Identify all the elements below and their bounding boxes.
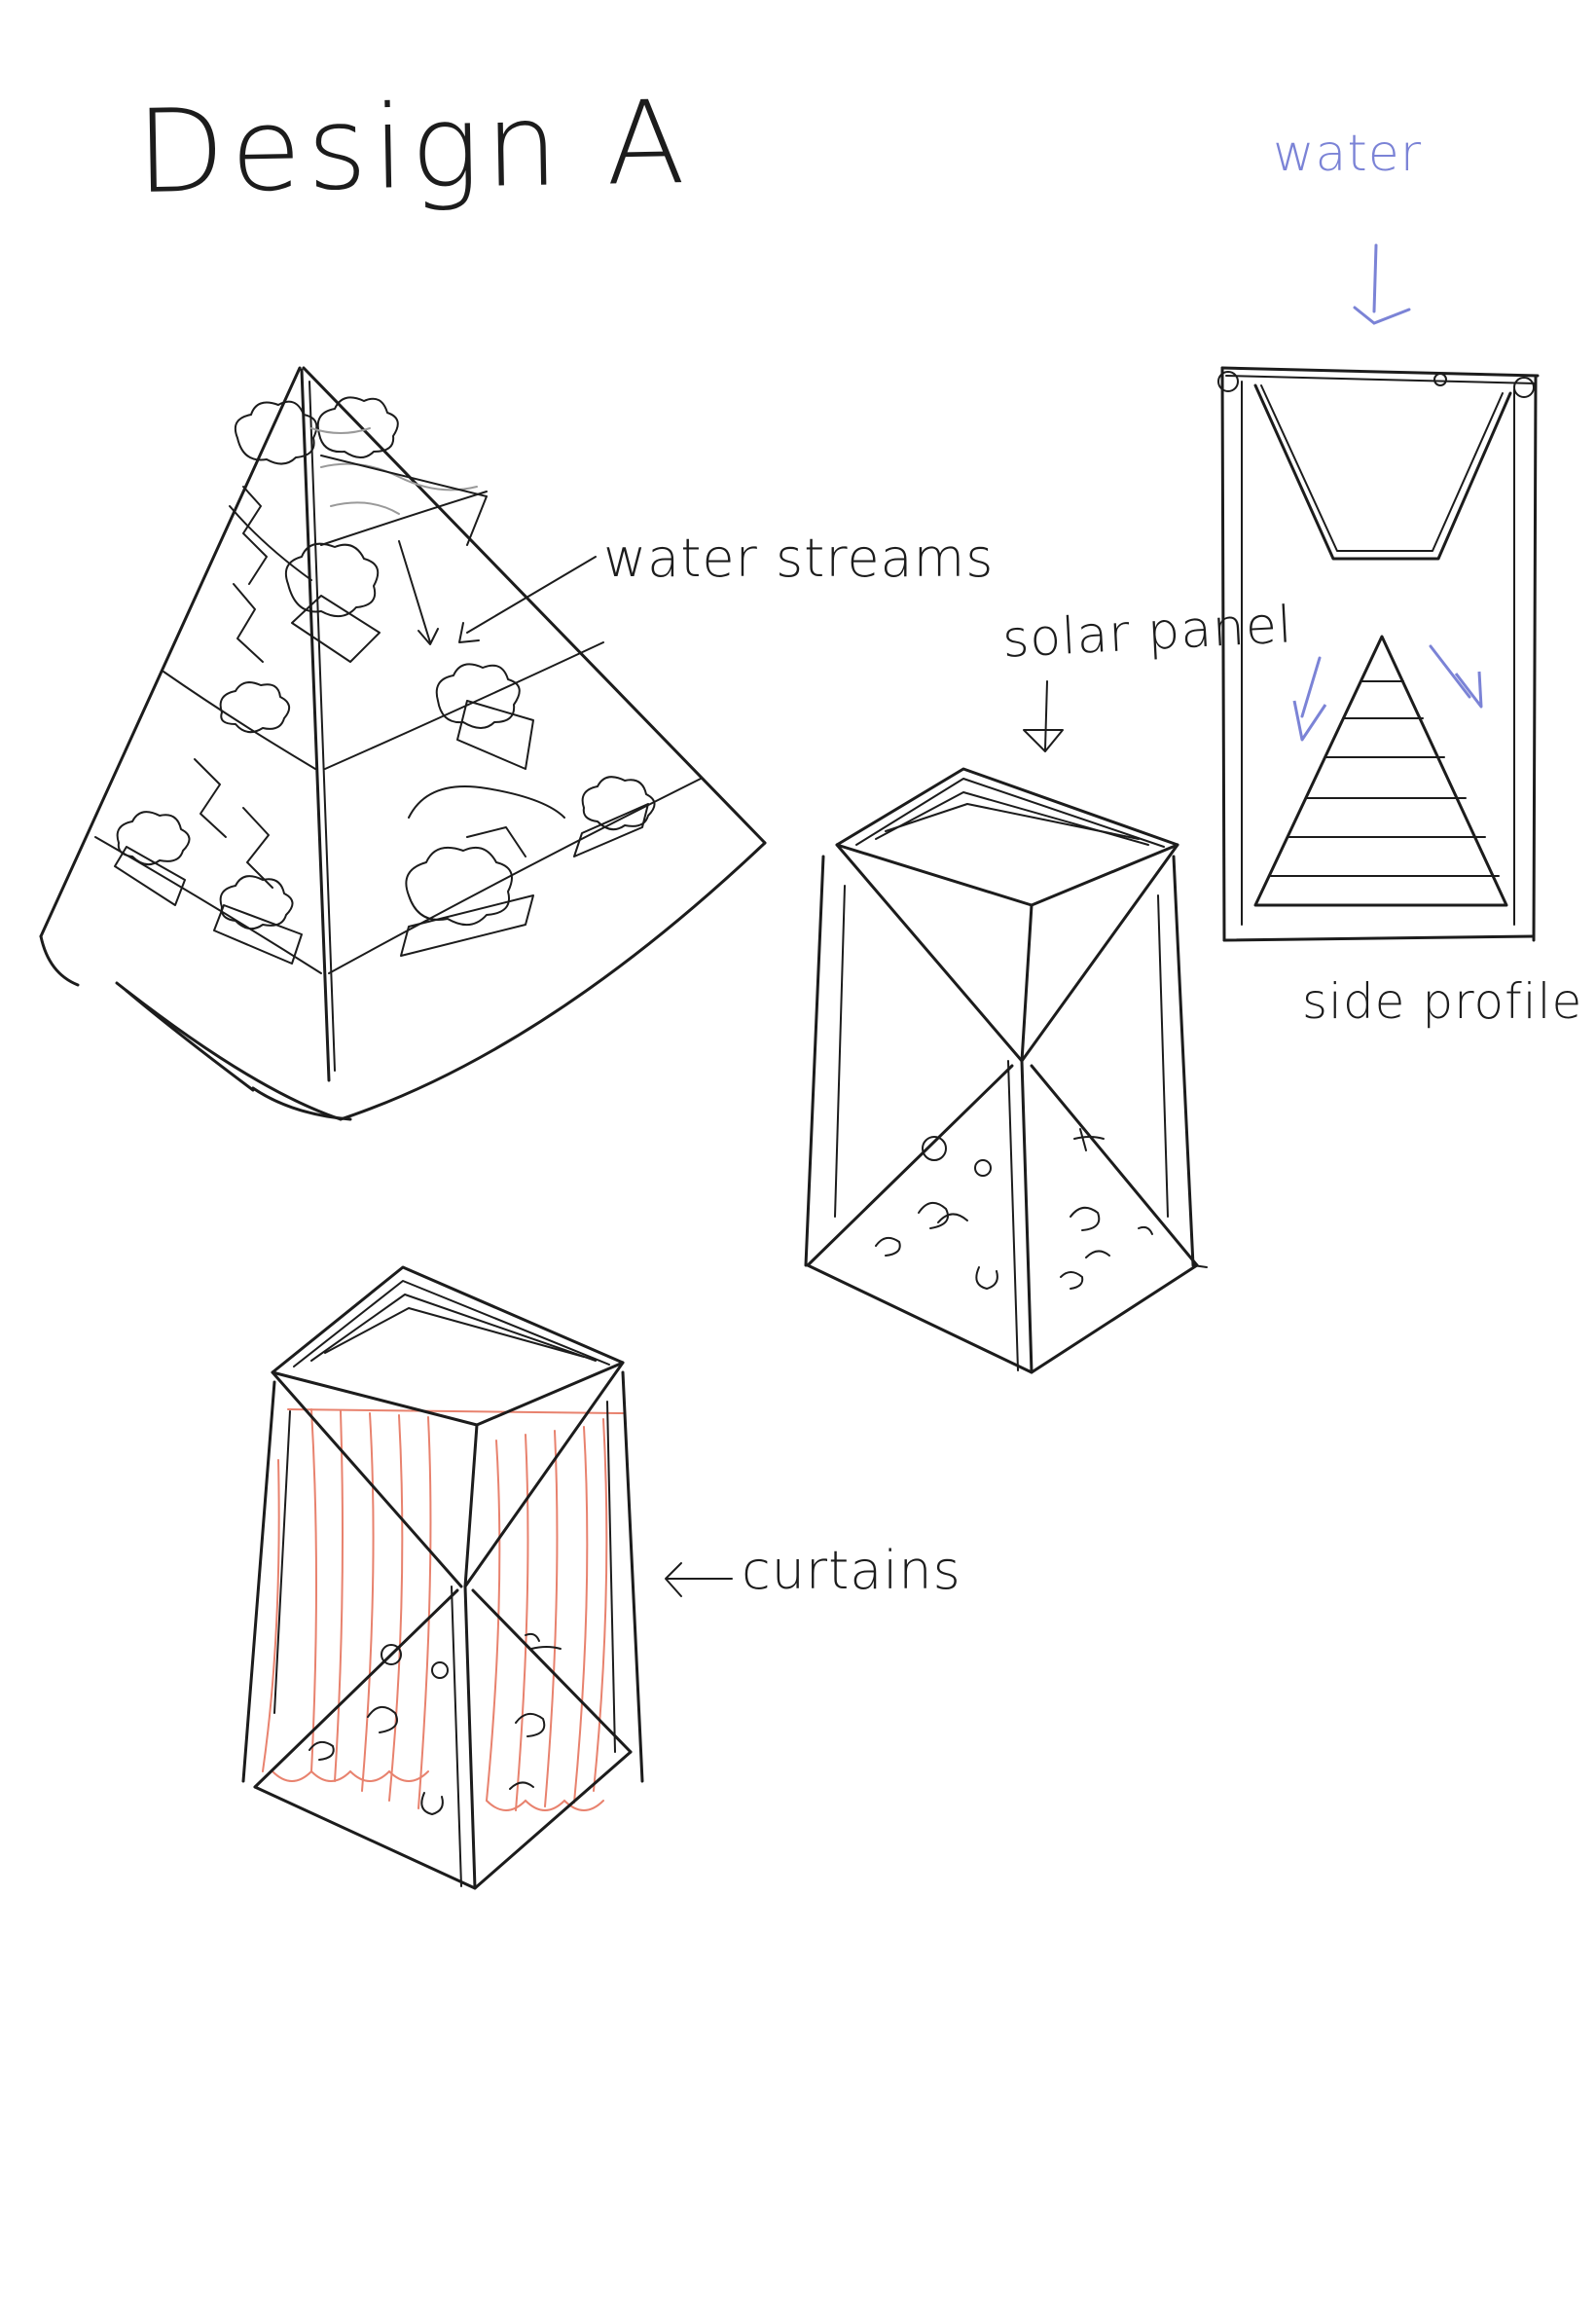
side-profile-sketch [1218,245,1538,940]
solar-tower-sketch [806,681,1207,1372]
label-side-profile: side profile [1302,973,1582,1030]
label-water-streams: water streams [603,528,994,589]
label-curtains: curtains [742,1540,961,1601]
label-water: water [1273,125,1422,183]
pyramid-tower-sketch [41,368,765,1119]
curtain-tower-sketch [243,1267,732,1888]
sheet-title: Design A [135,75,692,219]
